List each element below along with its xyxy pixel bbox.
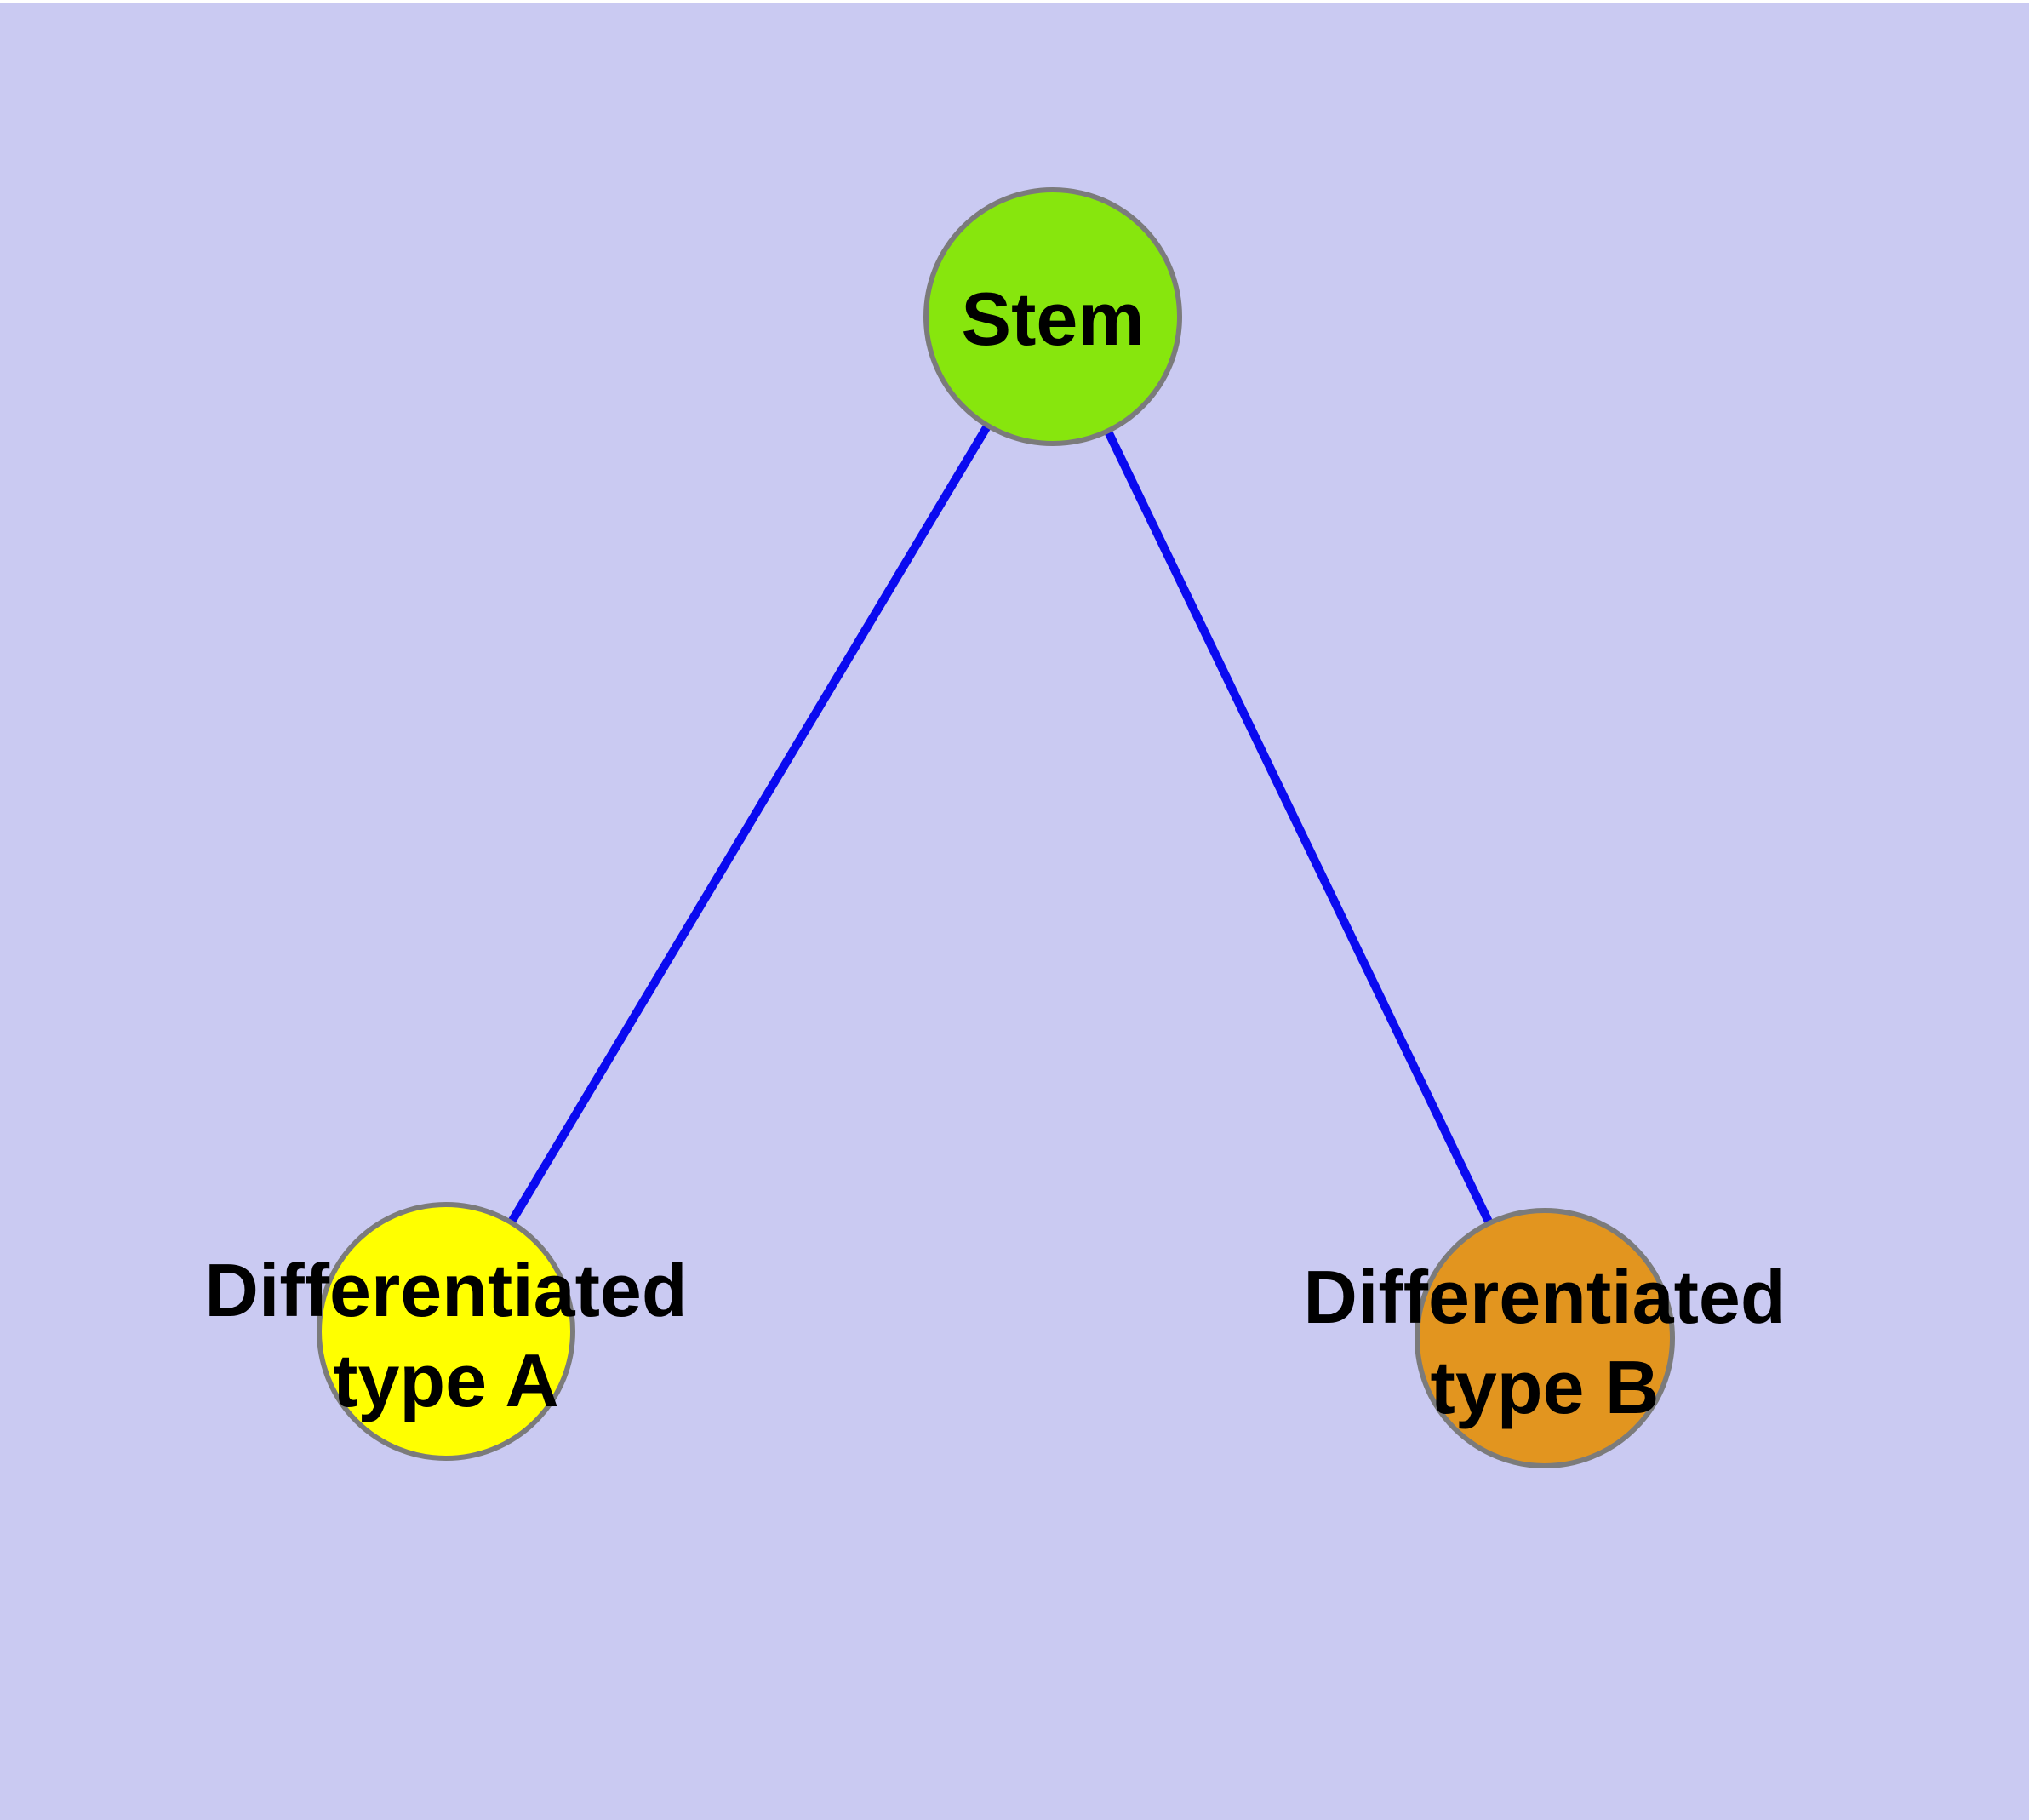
node-stem-circle [923, 187, 1182, 446]
node-type-a-circle [317, 1202, 575, 1461]
edge-stem-to-type-a [442, 314, 1057, 1334]
node-type-b-label-line2: type B [1431, 1345, 1660, 1429]
edge-stem-to-type-b [1049, 314, 1549, 1341]
node-type-a-label-line2: type A [333, 1338, 559, 1422]
node-type-a-label-line1: Differentiated [204, 1248, 687, 1332]
node-type-b-label-line1: Differentiated [1303, 1255, 1786, 1339]
node-type-b-circle [1415, 1208, 1675, 1468]
node-stem-label: Stem [961, 277, 1144, 361]
